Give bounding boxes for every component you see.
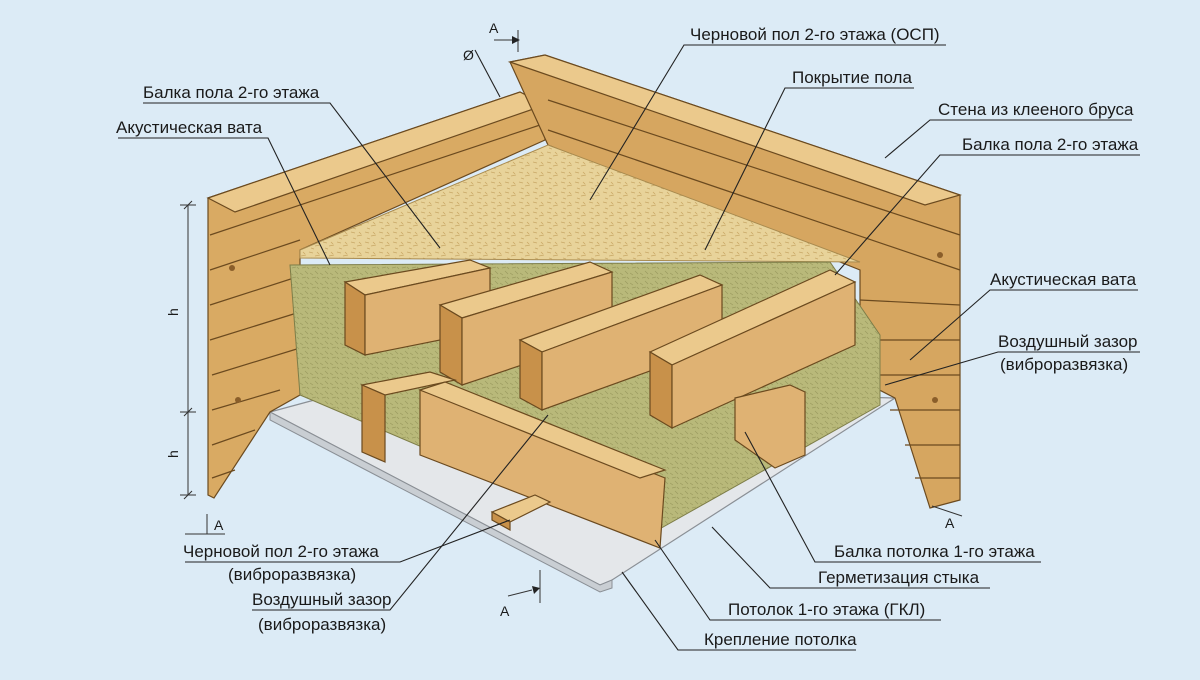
label-air-gap-bottom: Воздушный зазор <box>252 590 391 609</box>
drywall-edge <box>269 411 613 593</box>
section-mark-bottom: A <box>500 603 510 619</box>
label-air-gap-right-sub: (виброразвязка) <box>1000 355 1128 374</box>
label-ceiling-mount: Крепление потолка <box>704 630 857 649</box>
label-rough-floor-bottom-sub: (виброразвязка) <box>228 565 356 584</box>
label-floor-covering: Покрытие пола <box>792 68 912 87</box>
dim-h-lower: h <box>165 450 181 458</box>
section-mark-top: A <box>489 20 499 36</box>
label-ceiling-gkl: Потолок 1-го этажа (ГКЛ) <box>728 600 925 619</box>
label-acoustic-left: Акустическая вата <box>116 118 263 137</box>
label-beam-left: Балка пола 2-го этажа <box>143 83 320 102</box>
label-beam-right: Балка пола 2-го этажа <box>962 135 1139 154</box>
dowel-symbol-icon: Ø <box>463 47 474 63</box>
label-top-rough-floor: Черновой пол 2-го этажа (ОСП) <box>690 25 940 44</box>
labels: Черновой пол 2-го этажа (ОСП) Покрытие п… <box>116 25 1139 649</box>
section-mark-right: A <box>945 515 955 531</box>
label-acoustic-right: Акустическая вата <box>990 270 1137 289</box>
section-arrow-icon <box>532 586 540 594</box>
dimension-h: h h <box>165 200 196 500</box>
label-joint-seal: Герметизация стыка <box>818 568 980 587</box>
second-floor-beams <box>343 259 857 430</box>
section-mark-left: A <box>214 517 224 533</box>
label-ceiling-beam: Балка потолка 1-го этажа <box>834 542 1035 561</box>
leader-lines <box>118 44 1140 651</box>
section-arrow-icon <box>512 36 520 44</box>
section-markers: A A A A Ø <box>185 20 963 619</box>
dim-h-upper: h <box>165 308 181 316</box>
osb-rough-floor <box>299 144 861 263</box>
label-air-gap-bottom-sub: (виброразвязка) <box>258 615 386 634</box>
label-glulam-wall: Стена из клееного бруса <box>938 100 1134 119</box>
label-air-gap-right: Воздушный зазор <box>998 332 1137 351</box>
right-log-wall <box>507 54 963 509</box>
first-floor-ceiling-beams <box>359 371 806 549</box>
label-rough-floor-bottom: Черновой пол 2-го этажа <box>183 542 379 561</box>
